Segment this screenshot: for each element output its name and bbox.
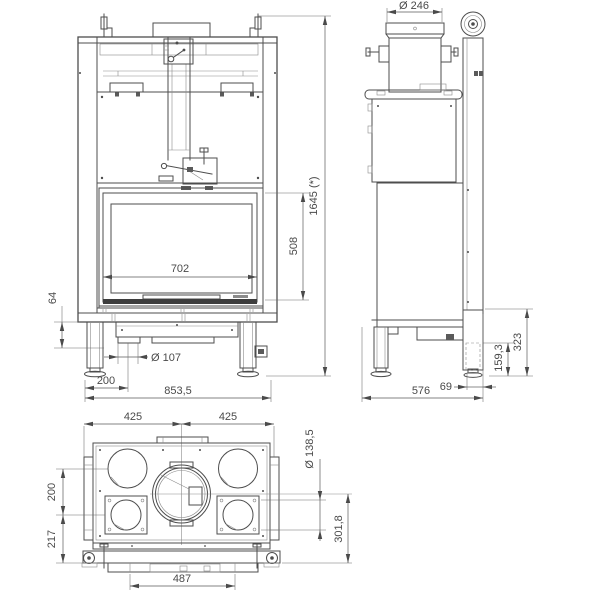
dim-overall-width: 853,5 (164, 385, 192, 397)
plan-view-dimensions: 425 425 Ø 138,5 200 217 301,8 4 (46, 411, 352, 590)
side-view-structure (364, 11, 486, 378)
dim-inner-front-width: 487 (173, 573, 191, 585)
dim-base-gap: 64 (47, 292, 59, 304)
dim-rear-offset: 69 (440, 381, 452, 393)
front-view-dimensions: 702 508 64 Ø 107 200 (47, 15, 331, 402)
plan-view: 425 425 Ø 138,5 200 217 301,8 4 (46, 411, 352, 590)
dim-base-height: 323 (512, 333, 524, 351)
dim-duct-diameter: Ø 138,5 (304, 429, 316, 468)
dim-flue-center-depth: 301,8 (333, 515, 345, 543)
dim-outlet-offset: 200 (97, 375, 115, 387)
dim-front-row-offset: 217 (46, 530, 58, 548)
dim-door-height: 508 (288, 237, 300, 255)
dim-overall-depth: 576 (412, 385, 430, 397)
dim-overall-height: 1645 (*) (308, 176, 320, 215)
dim-outlet-diameter: Ø 107 (151, 352, 181, 364)
front-view: 702 508 64 Ø 107 200 (47, 13, 331, 402)
front-view-structure (77, 13, 278, 378)
side-view: Ø 246 323 159,3 69 576 (361, 0, 533, 402)
dim-half-width-left: 425 (124, 411, 142, 423)
dim-outlet-height: 159,3 (493, 344, 505, 372)
dim-duct-row-spacing: 200 (46, 483, 58, 501)
side-view-dimensions: Ø 246 323 159,3 69 576 (361, 0, 533, 402)
dim-flue-diameter: Ø 246 (399, 0, 429, 12)
dim-door-width: 702 (171, 263, 189, 275)
dim-half-width-right: 425 (219, 411, 237, 423)
